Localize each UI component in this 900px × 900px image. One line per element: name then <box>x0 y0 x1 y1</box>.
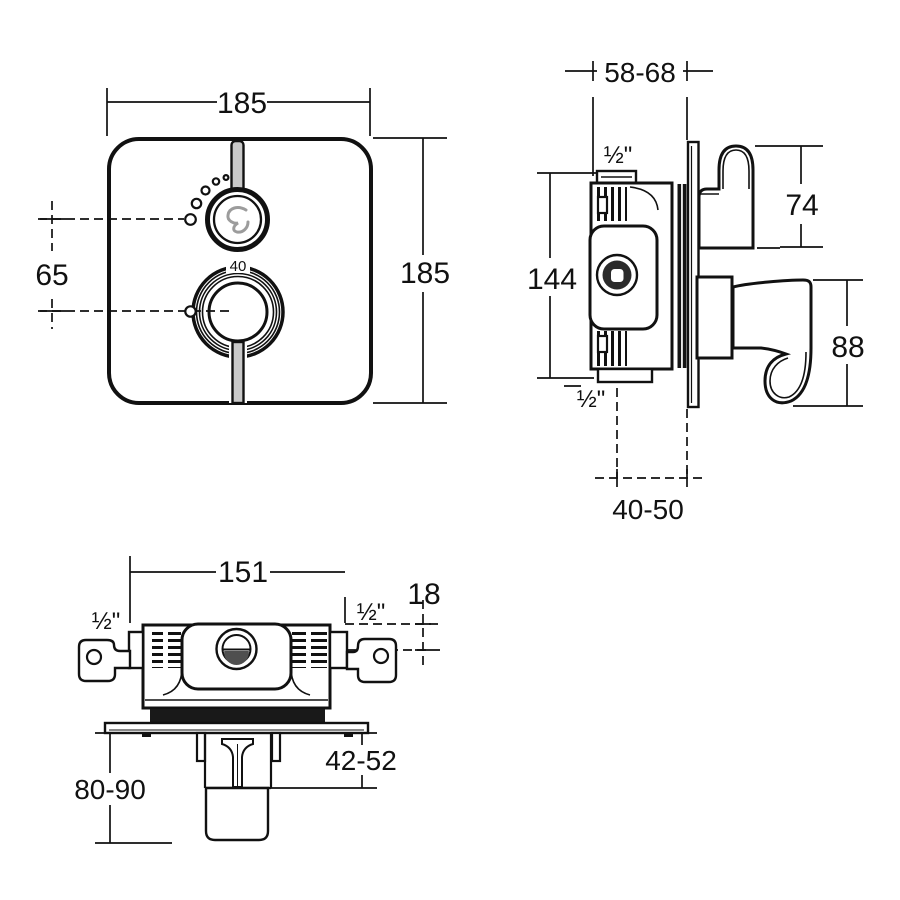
mounting-bracket-right <box>345 637 398 684</box>
knob-flow-dot <box>190 197 203 210</box>
dim-front-height-lines <box>373 137 447 404</box>
left-connection-label: ½" <box>92 608 121 635</box>
dial-index-dot <box>184 305 197 318</box>
diverter-knob-stem <box>230 139 245 195</box>
knob-flow-dot <box>211 177 221 186</box>
dim-front-width-lines <box>106 88 371 136</box>
thread-gap-left <box>163 629 168 669</box>
bottom-view: 151 ½" ½" 18 <box>74 556 441 844</box>
dim-40-50-dashed <box>595 388 707 479</box>
knob-index-dot <box>184 213 197 226</box>
gasket-bar <box>682 184 687 368</box>
temp-stop-label: 40 <box>230 258 247 275</box>
bottom-connection-label: ½" <box>577 386 606 413</box>
upper-handle-inner-lines <box>699 149 750 195</box>
dim-recess-depth-label: 58-68 <box>604 57 676 88</box>
thread-gap-right <box>306 629 311 669</box>
knob-flow-dot <box>222 174 230 182</box>
body-detail-bottom <box>596 334 609 354</box>
diverter-knob-inner-ring <box>212 194 263 245</box>
centerline-dashed <box>38 201 231 329</box>
dim-front-height-label: 185 <box>400 257 450 290</box>
dim-42-52-lines <box>271 732 377 789</box>
knob-flow-dot <box>200 185 211 196</box>
spindle-socket <box>611 269 624 282</box>
dim-74-lines <box>755 145 823 249</box>
dim-144-label: 144 <box>527 263 577 296</box>
brand-logo-icon <box>226 206 250 234</box>
dim-recess-depth-lines <box>565 61 713 176</box>
temp-label-bg <box>226 256 250 273</box>
faceplate-edge <box>103 721 370 735</box>
body-fillet-lines <box>145 667 328 701</box>
dim-40-50-ticks <box>616 469 688 487</box>
plug-slot-shade <box>224 651 249 665</box>
dim-40-50-label: 40-50 <box>612 494 684 525</box>
top-connection-label: ½" <box>604 142 633 169</box>
dim-65-ticks <box>40 218 66 312</box>
upper-handle-profile <box>697 144 755 250</box>
temperature-dial-stem <box>231 340 245 405</box>
diverter-knob <box>205 187 270 252</box>
body-detail-top <box>596 195 609 215</box>
gasket-strip <box>150 709 325 723</box>
body-inner-lines <box>601 176 673 352</box>
dim-18-ticks <box>415 623 431 651</box>
bracket-hole-left <box>85 648 103 666</box>
right-connection-label: ½" <box>357 599 386 626</box>
mounting-bracket-left <box>77 638 132 683</box>
dim-front-width-label: 185 <box>217 87 267 120</box>
dim-42-52-label: 42-52 <box>325 745 397 776</box>
lower-handle-profile <box>731 278 813 405</box>
lower-handle-hub <box>695 275 734 360</box>
dim-151-label: 151 <box>218 556 268 589</box>
dim-88-lines <box>793 279 863 407</box>
faceplate-tab-left <box>142 733 151 737</box>
front-view: 40 185 185 65 <box>35 87 450 405</box>
handle-mount-tab-left <box>195 731 207 763</box>
dim-80-90-lines <box>95 732 172 844</box>
dim-handle-spacing-label: 65 <box>35 259 68 292</box>
faceplate-tab-right <box>344 733 353 737</box>
port-right <box>328 630 349 670</box>
dim-151-lines <box>129 556 346 623</box>
handle-body-bottom <box>204 786 270 842</box>
gasket-bar <box>677 184 682 368</box>
dim-80-90-label: 80-90 <box>74 774 146 805</box>
dial-face <box>207 281 269 343</box>
dim-88-label: 88 <box>831 331 864 364</box>
lower-handle-inner-line <box>769 351 807 399</box>
side-view: 58-68 ½" ½" 74 144 88 <box>527 57 865 525</box>
bracket-hole-right <box>372 647 390 665</box>
dim-144-lines <box>537 172 596 379</box>
dim-18-label: 18 <box>407 578 440 611</box>
dim-74-label: 74 <box>785 189 818 222</box>
wall-plate-side <box>686 140 700 409</box>
bottom-outlet-fitting <box>596 367 654 384</box>
handle-mount-tab-right <box>270 731 282 763</box>
